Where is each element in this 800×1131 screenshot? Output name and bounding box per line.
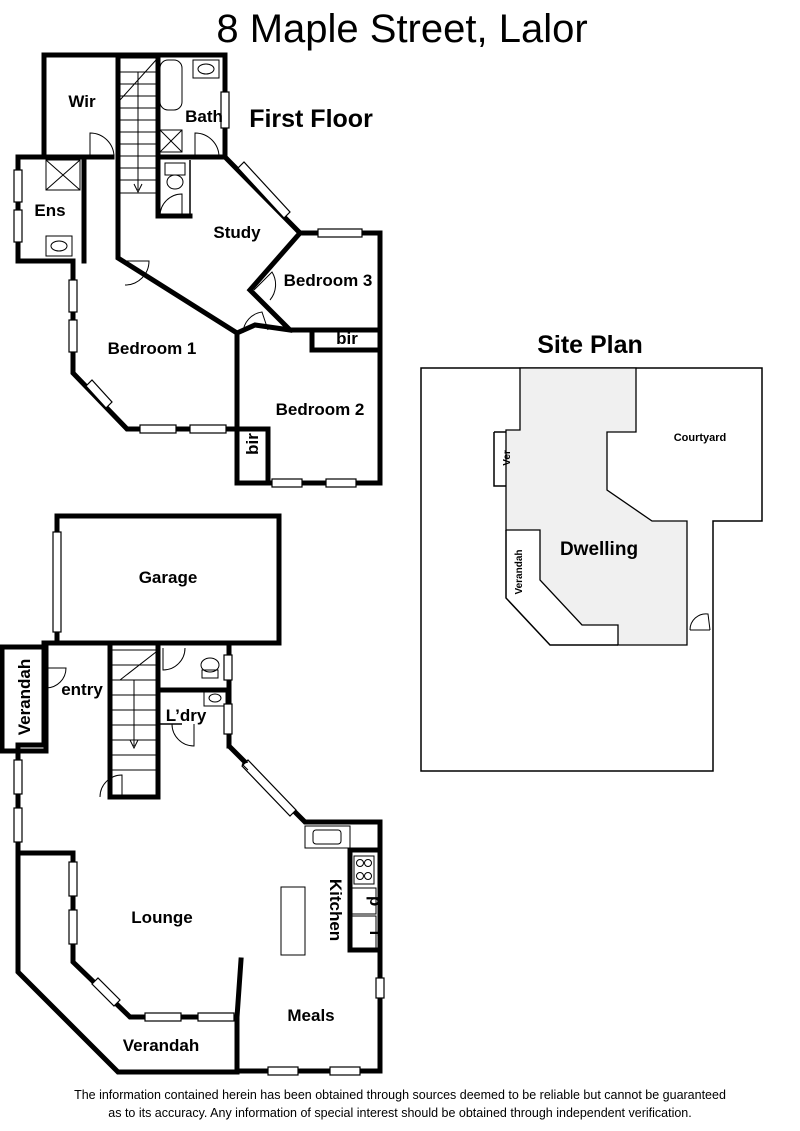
property-title: 8 Maple Street, Lalor <box>216 7 587 51</box>
room-label-wir: Wir <box>68 92 96 111</box>
first-floor-windows <box>13 91 363 488</box>
dwelling-footprint <box>505 367 688 646</box>
room-label-pantry: p <box>366 896 385 906</box>
bath-fixtures <box>159 59 220 190</box>
room-label-bir-lower: bir <box>243 433 262 455</box>
site-verandah <box>505 530 618 646</box>
ground-floor-plan: Garage Verandah entry L’dry Kitchen p f … <box>0 513 385 1076</box>
garage-door <box>52 531 62 633</box>
first-floor-inner-walls <box>41 52 383 486</box>
ensuite-fixtures <box>45 159 81 257</box>
first-floor-plan: First Floor Wir Bath Ens Study Bedroom 3… <box>13 52 383 488</box>
site-plan: Site Plan Courtyard Ver Dwelling Veranda… <box>420 331 763 772</box>
laundry-fixtures <box>200 657 227 707</box>
disclaimer-line-2: as to its accuracy. Any information of s… <box>108 1106 692 1120</box>
room-label-fridge: f <box>366 930 385 936</box>
site-label-ver: Ver <box>502 450 513 466</box>
room-label-bedroom-2: Bedroom 2 <box>276 400 365 419</box>
room-label-bath: Bath <box>185 107 223 126</box>
room-label-ens: Ens <box>34 201 65 220</box>
ground-floor-windows <box>13 654 385 1076</box>
room-label-study: Study <box>213 223 261 242</box>
disclaimer: The information contained herein has bee… <box>20 1086 780 1122</box>
room-label-garage: Garage <box>139 568 198 587</box>
room-label-bedroom-1: Bedroom 1 <box>108 339 197 358</box>
ground-floor-doors <box>45 647 195 798</box>
room-label-lounge: Lounge <box>131 908 192 927</box>
site-label-courtyard: Courtyard <box>674 432 727 444</box>
first-floor-doors <box>89 132 277 334</box>
site-label-verandah: Verandah <box>514 549 525 594</box>
ground-floor-stairs <box>111 649 157 796</box>
room-label-bedroom-3: Bedroom 3 <box>284 271 373 290</box>
first-floor-stairs <box>119 57 157 194</box>
room-label-bir-upper: bir <box>336 329 358 348</box>
site-boundary <box>420 367 763 772</box>
kitchen-fixtures <box>280 825 377 956</box>
room-label-laundry: L’dry <box>166 706 207 725</box>
site-ver-porch <box>493 431 506 487</box>
room-label-verandah-bottom: Verandah <box>123 1036 200 1055</box>
disclaimer-line-1: The information contained herein has bee… <box>74 1088 726 1102</box>
site-plan-heading: Site Plan <box>537 331 643 359</box>
room-label-kitchen: Kitchen <box>326 879 345 941</box>
site-gate <box>689 613 711 631</box>
site-label-dwelling: Dwelling <box>560 539 638 560</box>
room-label-verandah-side: Verandah <box>15 659 34 736</box>
side-verandah-wall <box>0 644 49 754</box>
first-floor-heading: First Floor <box>249 105 373 133</box>
room-label-meals: Meals <box>287 1006 334 1025</box>
room-label-entry: entry <box>61 680 103 699</box>
